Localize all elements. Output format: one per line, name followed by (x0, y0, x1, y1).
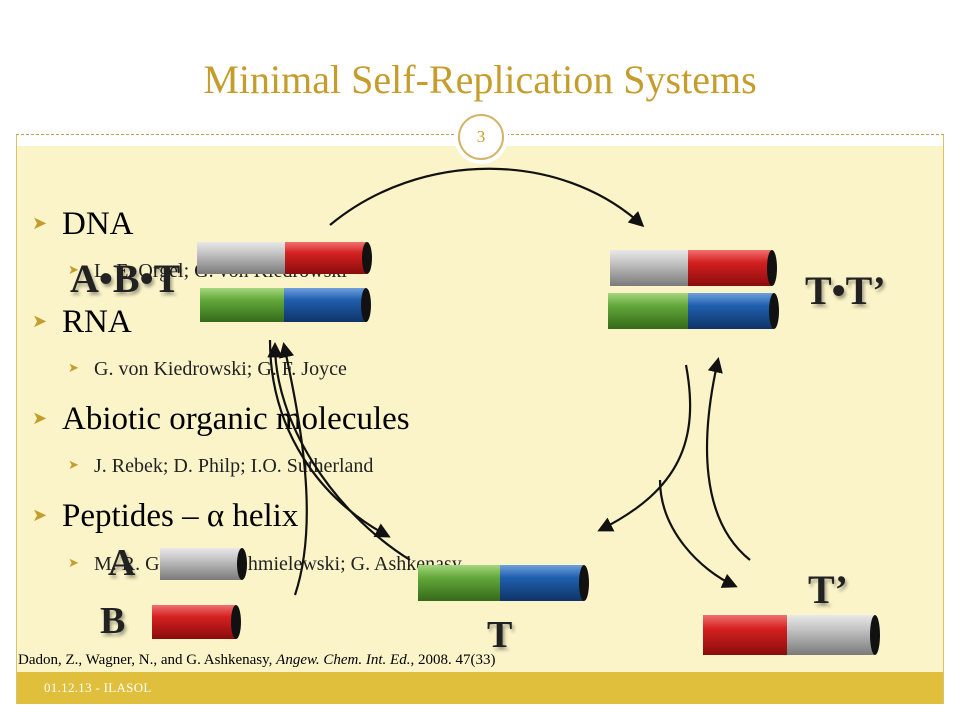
footer-bar (17, 672, 943, 704)
footer-date: 01.12.13 - ILASOL (44, 680, 152, 695)
bullet-label: Peptides – α helix (62, 498, 299, 534)
arrow-tprime-to-tt (705, 356, 751, 561)
bullet-arrow-icon: ➤ (32, 505, 48, 525)
sub-bullet-arrow-icon: ➤ (68, 457, 79, 472)
sub-bullet-arrow-icon: ➤ (68, 262, 79, 277)
bullet-label: Abiotic organic molecules (62, 401, 410, 437)
abt-complex (197, 242, 372, 322)
bullet-arrow-icon: ➤ (32, 311, 48, 331)
bullet-arrow-icon: ➤ (32, 213, 48, 233)
bullet-peptides: ➤ Peptides – α helix (32, 498, 298, 535)
bullet-label: DNA (62, 206, 134, 242)
bullet-dna: ➤ DNA (32, 206, 134, 243)
citation-journal: Angew. Chem. Int. Ed. (276, 652, 411, 668)
label-tt: T•T’ (805, 268, 886, 313)
bullet-arrow-icon: ➤ (32, 408, 48, 428)
arrow-abt-to-t (268, 339, 391, 538)
molecule-b (152, 605, 241, 639)
slide-number: 3 (458, 114, 504, 160)
citation: Dadon, Z., Wagner, N., and G. Ashkenasy,… (18, 652, 495, 669)
reaction-arrows (267, 167, 751, 596)
bullet-rna: ➤ RNA (32, 304, 132, 341)
arrow-t-to-abt (267, 341, 411, 561)
arrow-tt-to-t (597, 364, 692, 532)
citation-details: , 2008. 47(33) (410, 652, 496, 668)
molecule-a (160, 548, 247, 580)
citation-authors: Dadon, Z., Wagner, N., and G. Ashkenasy, (18, 652, 277, 668)
label-t: T (487, 614, 512, 656)
sub-bullet-arrow-icon: ➤ (68, 360, 79, 375)
sub-bullet-rna: ➤ G. von Kiedrowski; G. F. Joyce (68, 358, 347, 381)
molecule-t (418, 565, 589, 601)
arrow-tt-to-tprime (658, 479, 738, 588)
molecule-tprime (703, 615, 880, 655)
slide-frame (16, 16, 944, 704)
bullet-label: RNA (62, 304, 132, 340)
arrow-abt-to-tt (329, 167, 645, 228)
tt-complex (608, 250, 779, 329)
bullet-abiotic: ➤ Abiotic organic molecules (32, 401, 410, 438)
sub-bullet-arrow-icon: ➤ (68, 555, 79, 570)
label-b: B (100, 600, 125, 642)
sub-bullet-label: G. von Kiedrowski; G. F. Joyce (94, 358, 347, 380)
slide-title: Minimal Self-Replication Systems (203, 57, 757, 102)
arrow-a-to-abt (279, 341, 308, 596)
label-tprime: T’ (808, 567, 848, 612)
label-abt: A•B•T (70, 256, 181, 301)
label-a: A (108, 542, 136, 584)
